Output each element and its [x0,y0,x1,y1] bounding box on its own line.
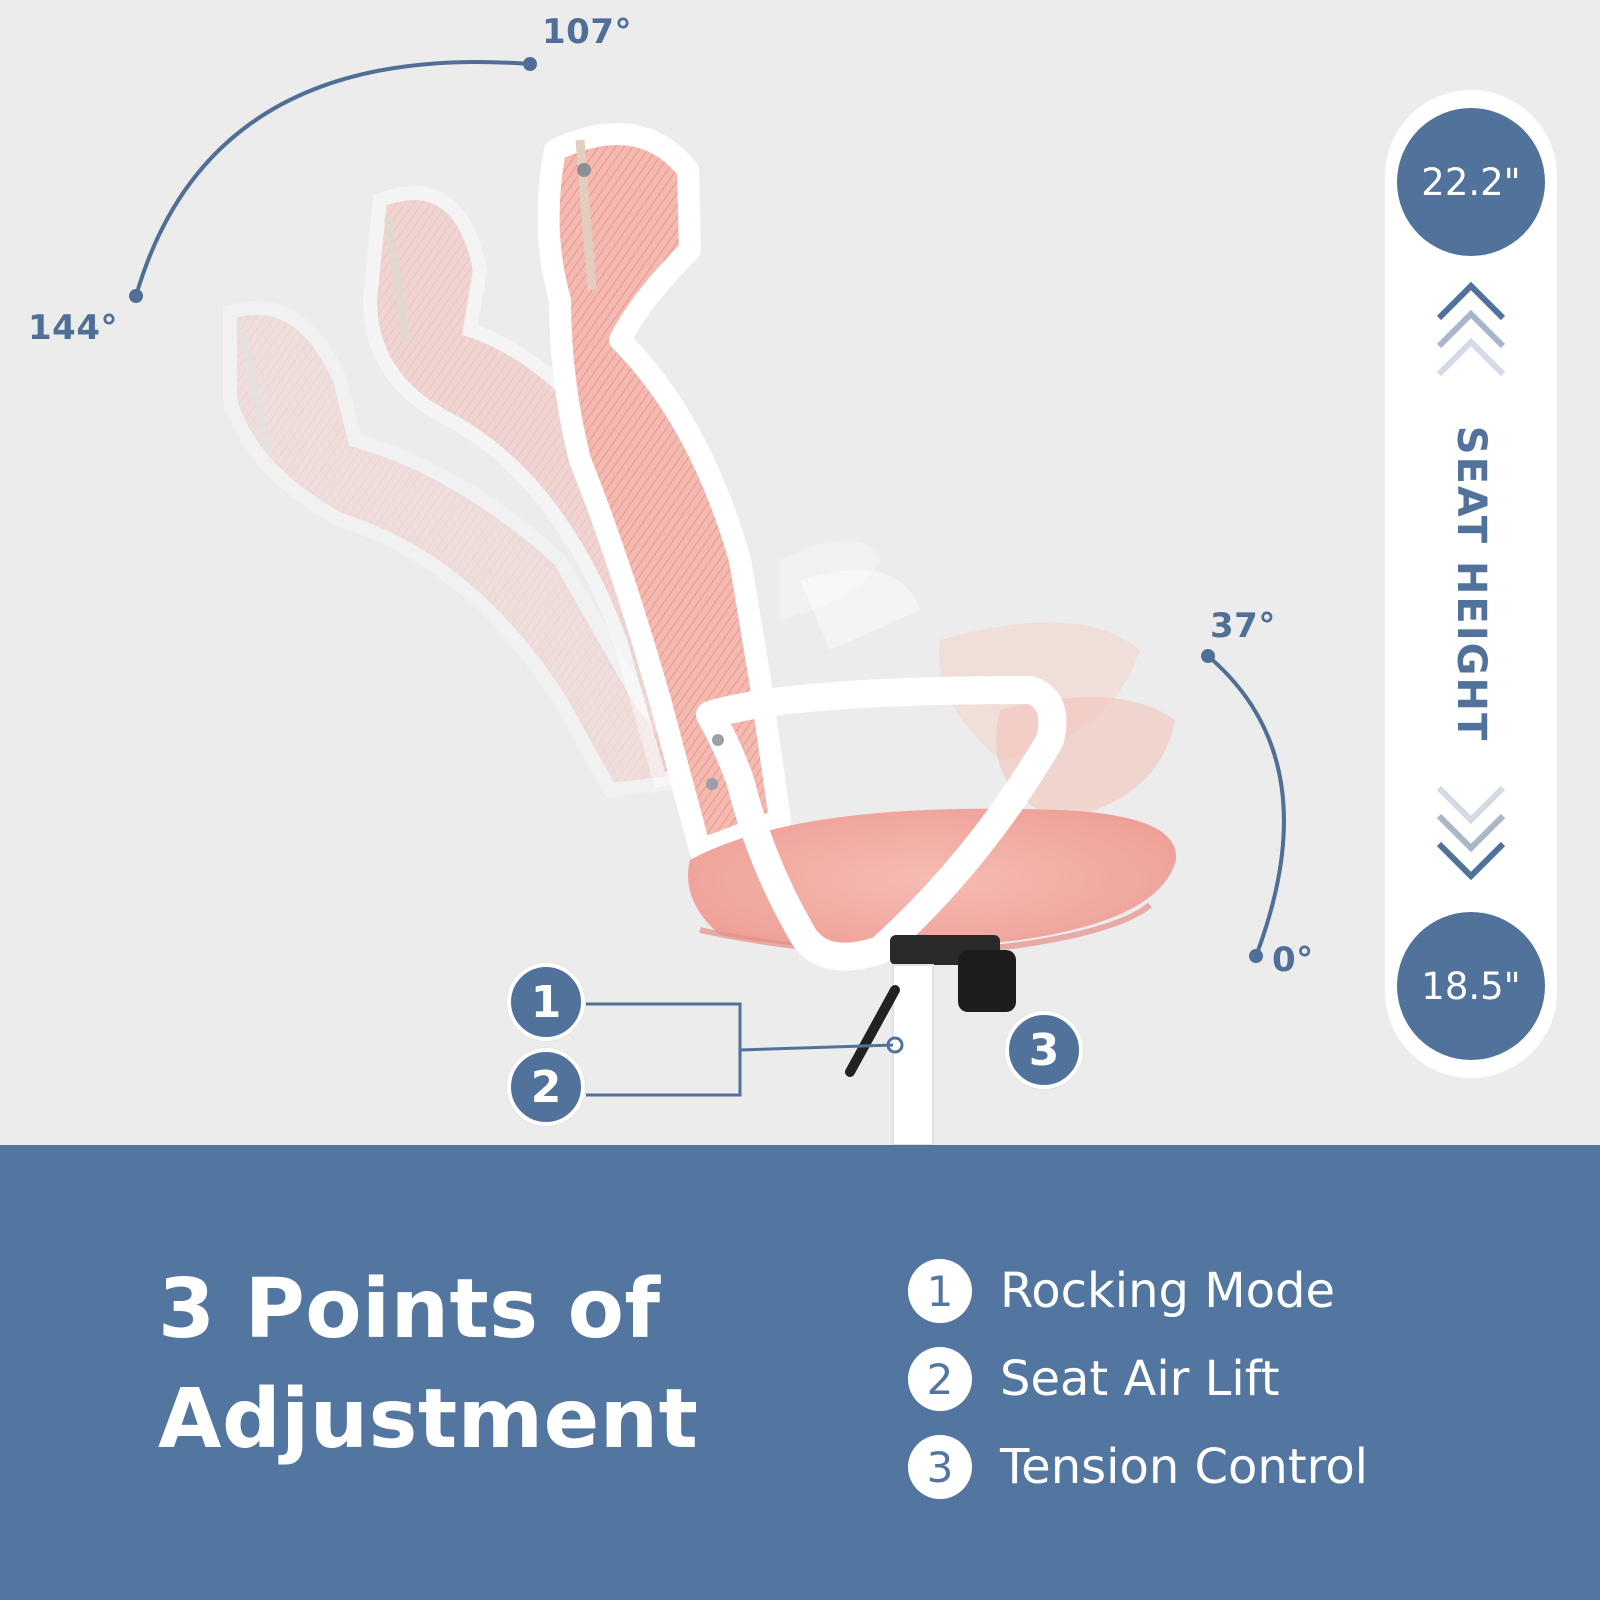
headline-line-2: Adjustment [158,1372,699,1467]
banner-headline: 3 Points of Adjustment [158,1255,698,1475]
headline-line-1: 3 Points of [158,1262,661,1357]
chair-illustration [129,57,1286,1145]
arc-endpoint-144 [129,289,143,303]
feature-item: 1 Rocking Mode [908,1247,1368,1335]
tilt-angle-arc [1206,654,1286,957]
gas-cylinder [892,964,934,1145]
seat-height-label: SEAT HEIGHT [1448,425,1494,743]
ghost-chair-reclined [223,300,880,798]
angle-label-107: 107° [542,12,632,52]
angle-label-0: 0° [1272,940,1314,980]
seat-height-max: 22.2" [1397,108,1545,256]
angle-label-37: 37° [1210,606,1276,646]
chair-armrest [696,676,1067,971]
chair-backrest [537,123,791,861]
feature-text: Seat Air Lift [1000,1351,1280,1407]
seat-height-indicator: 22.2" SEAT HEIGHT 18.5" [1385,90,1557,1078]
callout-3: 3 [1005,1011,1083,1089]
lift-lever [845,985,900,1077]
tension-knob [958,950,1016,1012]
feature-list: 1 Rocking Mode 2 Seat Air Lift 3 Tension… [908,1247,1368,1511]
feature-number: 3 [908,1435,972,1499]
feature-banner: 3 Points of Adjustment 1 Rocking Mode 2 … [0,1145,1600,1600]
arc-endpoint-107 [523,57,537,71]
chevron-up-icon [1436,281,1506,377]
feature-item: 3 Tension Control [908,1423,1368,1511]
arc-endpoint-0 [1249,949,1263,963]
feature-text: Rocking Mode [1000,1263,1336,1319]
feature-text: Tension Control [1000,1439,1369,1495]
chevron-down-icon [1436,785,1506,881]
callout-leader-lines [586,1002,894,1097]
feature-number: 1 [908,1259,972,1323]
backrest-angle-arc [134,59,531,297]
product-illustration: 107° 144° 37° 0° 1 2 3 22.2" SEAT HEIGHT… [28,12,1557,1145]
angle-label-144: 144° [28,308,118,348]
callout-1: 1 [507,963,585,1041]
feature-number: 2 [908,1347,972,1411]
seat-height-min: 18.5" [1397,912,1545,1060]
callout-2: 2 [507,1048,585,1126]
feature-item: 2 Seat Air Lift [908,1335,1368,1423]
arc-endpoint-37 [1201,649,1215,663]
